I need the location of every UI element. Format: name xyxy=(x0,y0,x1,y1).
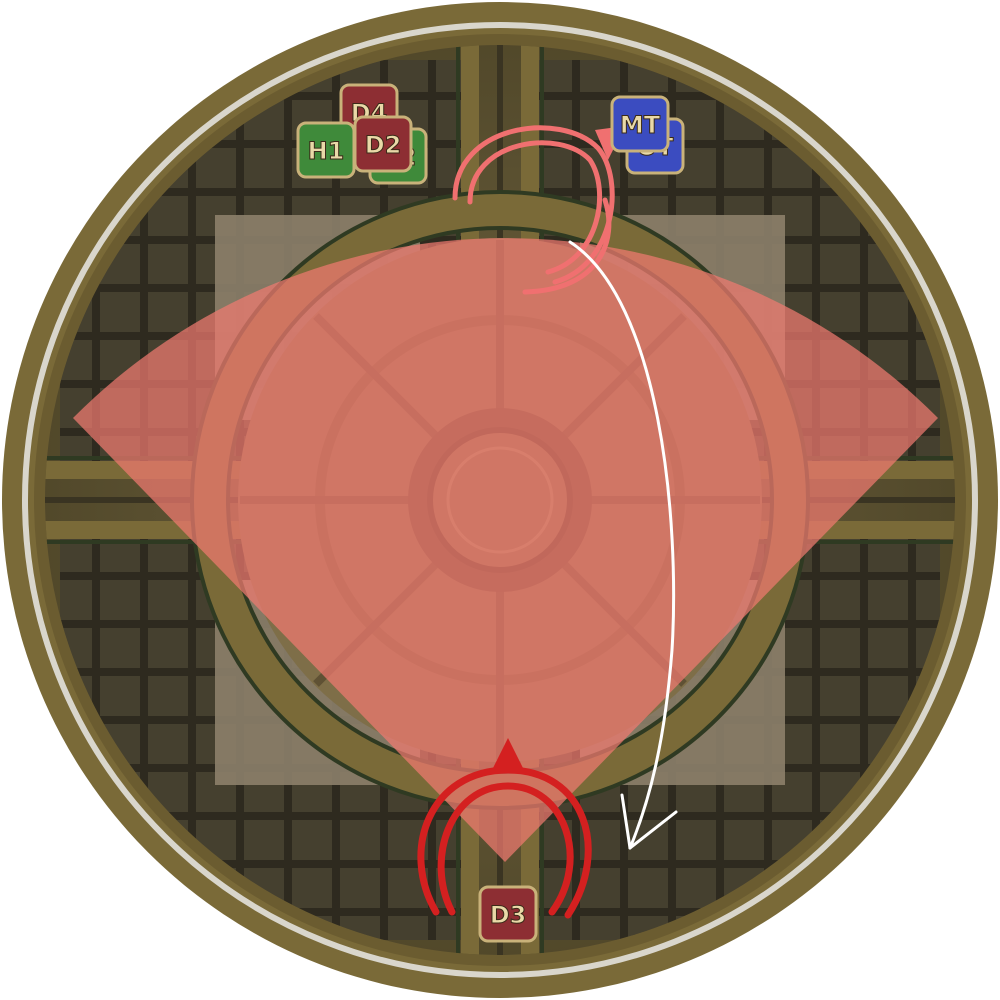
marker-badge xyxy=(610,95,670,153)
marker-h1: H1 xyxy=(296,121,356,179)
rotation-arrowhead-lower xyxy=(492,738,524,770)
rotation-indicator-upper xyxy=(452,125,615,295)
marker-label: D2 xyxy=(365,131,402,159)
marker-d3: D3 xyxy=(478,885,538,943)
aoe-cone xyxy=(73,238,938,863)
markers: D4 H2 H1 D2 OT MT D3 xyxy=(296,83,685,943)
marker-mt: MT xyxy=(610,95,670,153)
movement-arrow xyxy=(568,240,678,850)
marker-d2: D2 xyxy=(353,115,413,173)
marker-badge xyxy=(353,115,413,173)
marker-label: D3 xyxy=(490,901,527,929)
marker-label: MT xyxy=(620,111,661,139)
marker-badge xyxy=(478,885,538,943)
arena-rim-highlight xyxy=(22,22,978,978)
marker-label: H1 xyxy=(308,137,345,165)
